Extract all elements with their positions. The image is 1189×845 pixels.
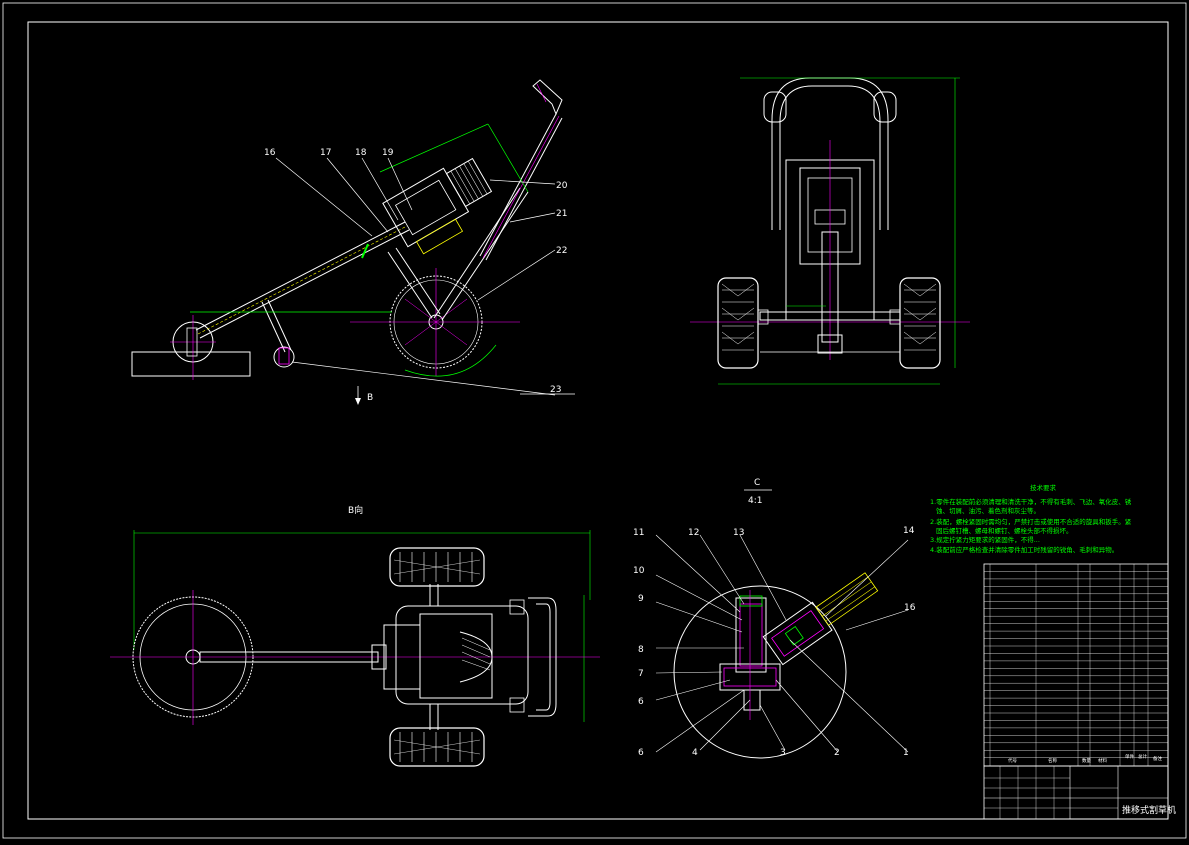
- tech-line-2: 蚀、切屑、油污、着色剂和灰尘等。: [936, 506, 1040, 515]
- detail-label-3: 3: [780, 748, 786, 758]
- b-view-top-tire: [389, 547, 485, 587]
- tech-requirements-title: 技术要求: [1030, 483, 1057, 492]
- technical-requirements: 技术要求 1.零件在装配前必须清理和清洗干净，不得有毛刺、飞边、氧化皮、锈 蚀、…: [930, 483, 1132, 554]
- c-view-title: C: [754, 478, 760, 488]
- bom-header-total: 总计: [1138, 753, 1147, 760]
- ground-block: [131, 351, 251, 377]
- detail-label-12: 12: [688, 528, 699, 538]
- detail-label-9: 9: [638, 594, 644, 604]
- bom-header-code: 代号: [1008, 757, 1017, 764]
- detail-label-8: 8: [638, 645, 644, 655]
- detail-label-14: 14: [903, 526, 915, 536]
- part-label-18: 18: [355, 148, 367, 158]
- title-block-name: 推移式割草机: [1122, 804, 1176, 816]
- inner-frame: [27, 21, 1169, 820]
- detail-label-1: 1: [903, 748, 909, 758]
- bom-header-name: 名称: [1048, 757, 1057, 764]
- right-tire: [899, 277, 941, 369]
- small-wheel: [273, 346, 295, 368]
- detail-label-11: 11: [633, 528, 644, 538]
- title-block: 推移式割草机: [983, 765, 1176, 820]
- c-detail-view: C 4:1: [633, 478, 916, 759]
- detail-label-4: 4: [692, 748, 698, 758]
- detail-circle: [673, 585, 847, 759]
- left-tire: [717, 277, 759, 369]
- part-label-23: 23: [550, 385, 561, 395]
- detail-label-2: 2: [834, 748, 840, 758]
- part-label-22: 22: [556, 246, 567, 256]
- view-arrow-b: B: [367, 393, 373, 403]
- b-view-title: B向: [348, 504, 363, 516]
- c-view-scale: 4:1: [748, 496, 762, 506]
- detail-label-6b: 6: [638, 748, 644, 758]
- tech-line-5: 3.规定拧紧力矩要求的紧固件，不得...: [930, 535, 1040, 544]
- bom-header-qty: 数量: [1082, 757, 1091, 764]
- tech-line-6: 4.装配前应严格检查并清除零件加工时残留的锐角、毛刺和异物。: [930, 545, 1118, 554]
- detail-label-16: 16: [904, 603, 916, 613]
- bom-header-material: 材料: [1098, 757, 1107, 764]
- detail-label-7: 7: [638, 669, 644, 679]
- bom-header-note: 备注: [1153, 755, 1162, 762]
- part-label-16: 16: [264, 148, 276, 158]
- part-label-19: 19: [382, 148, 394, 158]
- bom-header-unit: 单件: [1125, 753, 1134, 760]
- detail-label-10: 10: [633, 566, 645, 576]
- b-view: B向: [110, 504, 600, 767]
- tech-line-3: 2.装配，螺栓紧固时需均匀，严禁打击或使用不合适的旋具和扳手。紧: [930, 517, 1132, 526]
- part-label-20: 20: [556, 181, 568, 191]
- detail-label-6a: 6: [638, 697, 644, 707]
- detail-label-13: 13: [733, 528, 744, 538]
- bom-table: 代号 名称 数量 材料 单件 总计 备注: [983, 563, 1169, 767]
- b-view-bottom-tire: [389, 727, 485, 767]
- tech-line-1: 1.零件在装配前必须清理和清洗干净，不得有毛刺、飞边、氧化皮、锈: [930, 497, 1132, 506]
- part-label-21: 21: [556, 209, 567, 219]
- side-view: 16 17 18 19 20 21 22 23 B: [131, 79, 575, 405]
- front-view: [690, 77, 970, 385]
- part-label-17: 17: [320, 148, 331, 158]
- tech-line-4: 固后螺钉槽、螺母和螺钉、螺栓头部不得损坏。: [936, 526, 1073, 535]
